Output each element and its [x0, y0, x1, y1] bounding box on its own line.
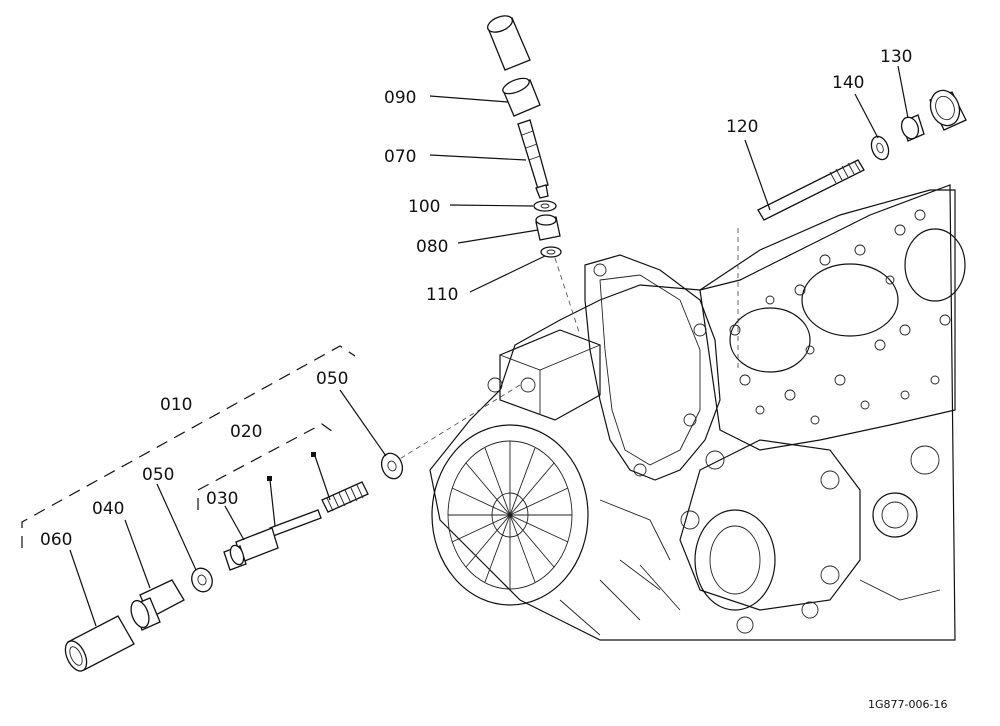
callout-030: 030: [206, 489, 238, 509]
part-070-nozzle: [517, 119, 549, 199]
part-050-washer-right: [380, 452, 404, 480]
engine-block: [392, 184, 966, 641]
callout-050-left: 050: [142, 465, 174, 485]
callout-080: 080: [416, 237, 448, 257]
callout-110: 110: [426, 285, 458, 305]
part-090-nozzle-holder: [487, 15, 541, 117]
callout-140: 140: [832, 73, 864, 93]
callout-120: 120: [726, 117, 758, 137]
part-040-cap-nut: [130, 579, 185, 631]
callout-090: 090: [384, 88, 416, 108]
part-130-nut: [900, 114, 925, 142]
callout-040: 040: [92, 499, 124, 519]
part-080-nut: [535, 214, 561, 241]
callout-060: 060: [40, 530, 72, 550]
part-030-valve: [223, 509, 322, 571]
callout-130: 130: [880, 47, 912, 67]
group-bracket-010: [21, 345, 356, 548]
callout-070: 070: [384, 147, 416, 167]
callout-050-right: 050: [316, 369, 348, 389]
part-050-washer-left: [191, 567, 213, 593]
leader-lines: [69, 65, 909, 627]
part-100-washer: [533, 200, 557, 212]
part-120-stud: [757, 159, 865, 221]
figure-reference-code: 1G877-006-16: [868, 698, 947, 711]
part-spring: [321, 481, 369, 513]
part-110-washer: [540, 246, 562, 258]
part-cap-top-right: [929, 89, 967, 131]
callout-labels: 090 070 100 080 110 120 130 140 050 010 …: [40, 47, 947, 711]
callout-020: 020: [230, 422, 262, 442]
group-bracket-020: [197, 423, 337, 510]
callout-010: 010: [160, 395, 192, 415]
part-060-cover: [64, 615, 135, 672]
callout-100: 100: [408, 197, 440, 217]
part-140-washer: [870, 135, 890, 161]
